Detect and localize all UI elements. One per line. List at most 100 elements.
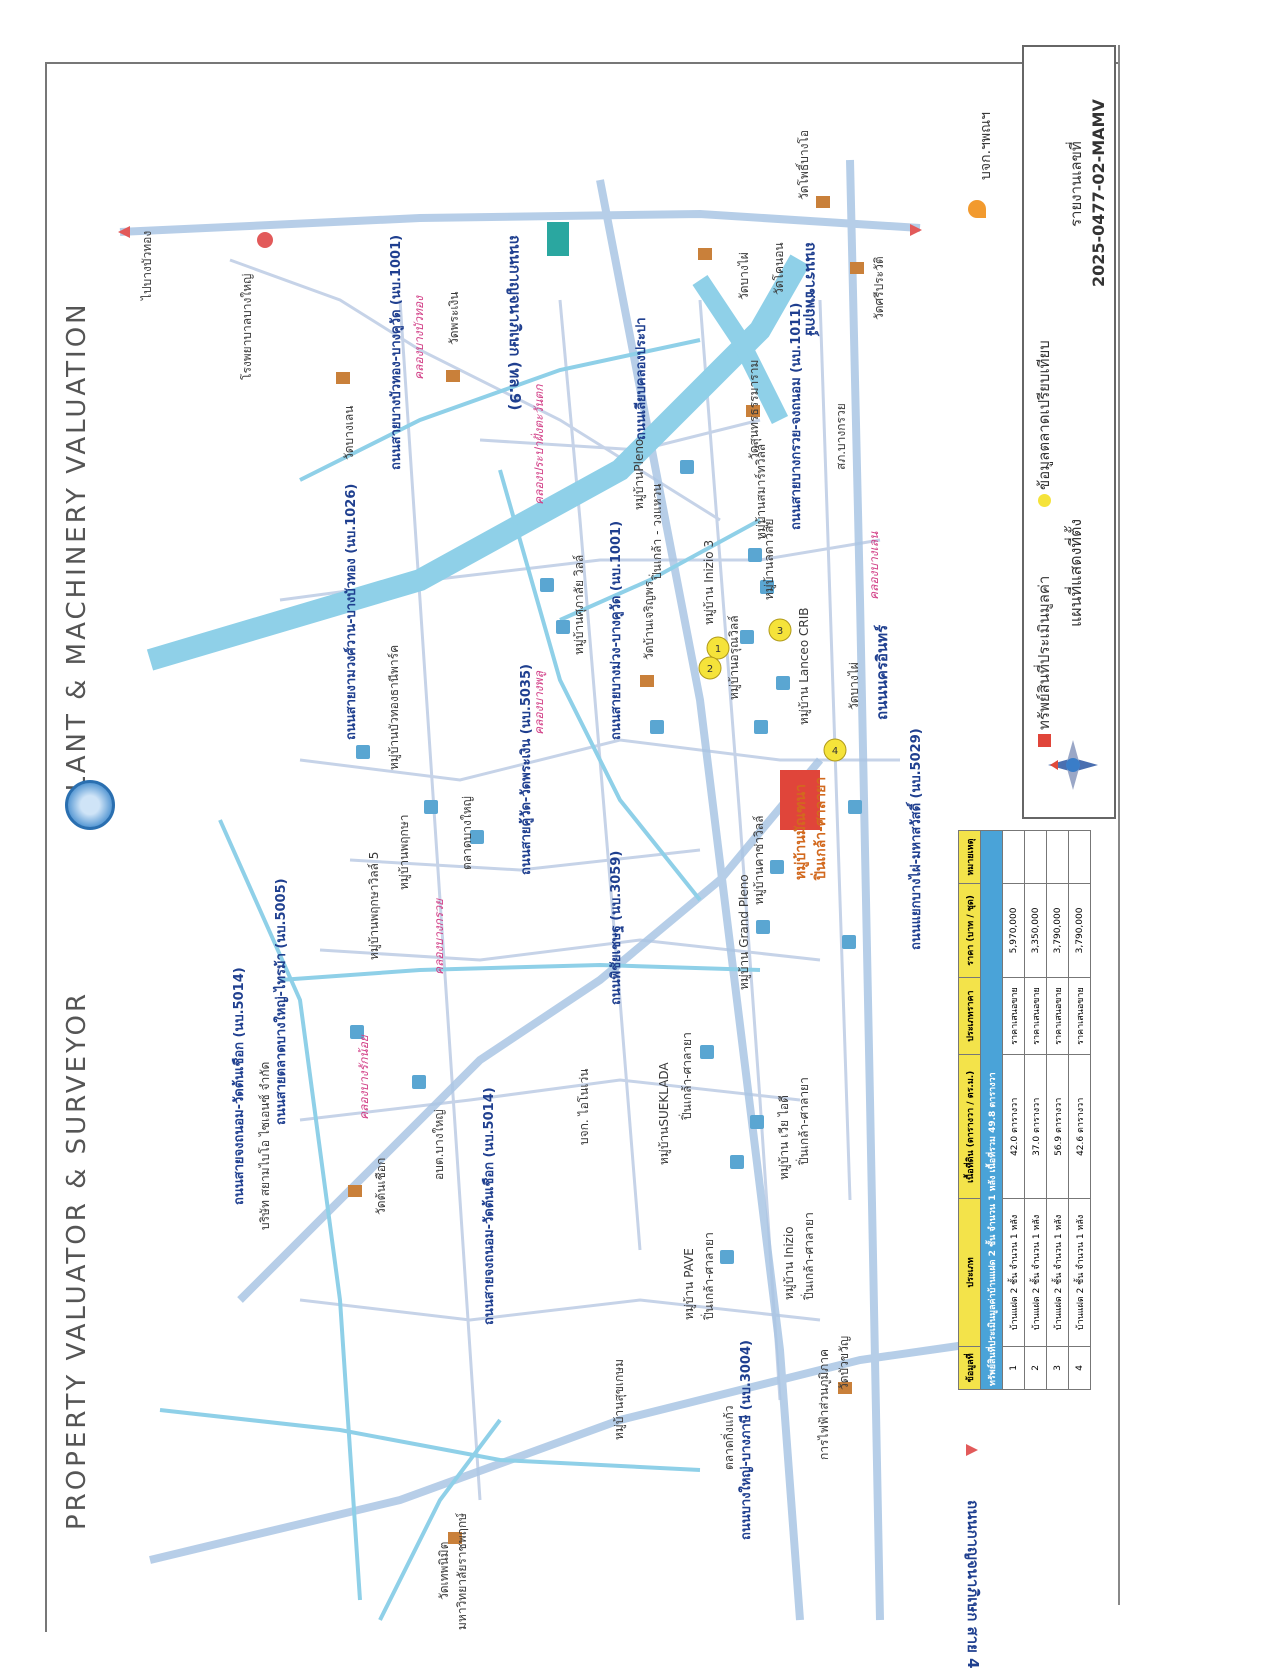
- place-label-5: วัดบางเลน: [342, 405, 356, 460]
- place-label-36: ตลาดบางใหญ่: [460, 796, 474, 870]
- place-label-27: ปิ่นเกล้า-ศาลายา: [702, 1232, 716, 1320]
- report-number: 2025-0477-02-MAMV: [1089, 99, 1108, 287]
- place-label-24: ปิ่นเกล้า-ศาลายา: [680, 1032, 694, 1120]
- table-cell: [1046, 830, 1069, 884]
- road-label-prapa: ถนนเลียบคลองประปา: [634, 317, 649, 440]
- frame-right: [1118, 45, 1120, 1605]
- table-cell: 37.0 ตารางวา: [1024, 1054, 1047, 1199]
- house-icon: [754, 720, 768, 734]
- place-label-11: หมู่บ้านPleno: [632, 438, 646, 510]
- place-label-41: มหาวิทยาลัยราชพฤกษ์: [455, 1512, 469, 1630]
- place-label-18: วัดบางไผ่: [847, 662, 861, 710]
- house-icon: [470, 830, 484, 844]
- table-row: 1 บ้านแฝด 2 ชั้น จำนวน 1 หลัง 42.0 ตาราง…: [1002, 830, 1025, 1390]
- place-label-38: ตลาดกิ่งแก้ว: [722, 1405, 736, 1470]
- table-header: ราคา (บาท / ชุด): [958, 883, 981, 978]
- place-label-30: หมู่บ้าน เวีย ไอดี: [777, 1095, 791, 1180]
- legend-title: แผนที่แสดงที่ตั้ง: [1066, 518, 1085, 627]
- house-icon: [650, 720, 664, 734]
- canal-label-3: คลองบางพลู: [532, 671, 546, 735]
- road-label-5029: ถนนแยกบางไผ่-มหาสวัสดิ์ (นบ.5029): [909, 728, 924, 950]
- table-cell: ราคาเสนอขาย: [1002, 977, 1025, 1055]
- table-cell: 2: [1024, 1346, 1047, 1390]
- table-cell: 5,970,000: [1002, 883, 1025, 978]
- comp-marker-2: [698, 656, 722, 680]
- place-label-10: วัดบ้านเจริญพร: [642, 580, 656, 660]
- table-cell: 1: [1002, 1346, 1025, 1390]
- house-icon: [750, 1115, 764, 1129]
- comp-marker-1: [706, 636, 730, 660]
- place-label-14: หมู่บ้านอรุณวิลล์: [727, 615, 741, 700]
- arrow-east-icon: [910, 224, 922, 236]
- hospital-icon: [257, 232, 273, 248]
- compass-icon: [1048, 740, 1098, 790]
- house-icon: [540, 578, 554, 592]
- place-label-6: หมู่บ้านพฤกษาวิลล์ 5: [367, 851, 381, 960]
- table-header: ประเภท: [958, 1198, 981, 1347]
- company-logo-icon: [968, 200, 986, 218]
- table-cell: 42.0 ตารางวา: [1002, 1054, 1025, 1199]
- road-label-kanchana: ถนนกาญจนาภิเษก (ทล.9): [506, 235, 524, 411]
- comp-swatch-icon: [1038, 494, 1051, 507]
- place-label-26: หมู่บ้าน PAVE: [682, 1248, 696, 1320]
- lotus-store-icon: [547, 222, 569, 256]
- place-label-7: หมู่บ้านพฤกษา: [397, 814, 411, 890]
- globe-logo-icon: [65, 780, 115, 830]
- table-cell: บ้านแฝด 2 ชั้น จำนวน 1 หลัง: [1068, 1198, 1091, 1347]
- place-label-1: ไปบางบัวทอง: [140, 230, 154, 300]
- house-icon: [356, 745, 370, 759]
- house-icon: [760, 580, 774, 594]
- place-label-12: ปิ่นเกล้า - วงแหวน: [650, 483, 664, 580]
- table-header: หมายเหตุ: [958, 830, 981, 884]
- house-icon: [350, 1025, 364, 1039]
- place-label-17: หมู่บ้าน Lanceo CRIB: [797, 607, 811, 725]
- table-cell: ราคาเสนอขาย: [1046, 977, 1069, 1055]
- temple-icon: [448, 1532, 462, 1544]
- road-label-5014-b: ถนนสายจงถนอม-วัดต้นเชือก (นบ.5014): [482, 1087, 497, 1325]
- comp-markers: 1 2 3 4: [698, 618, 847, 762]
- place-label-8: หมู่บ้านบัวทองธานีพาร์ค: [387, 644, 401, 770]
- temple-icon: [746, 405, 760, 417]
- place-label-4: วัดพระเงิน: [447, 291, 461, 346]
- road-label-1026: ถนนสายงามวงศ์วาน-บางบัวทอง (นบ.1026): [344, 483, 359, 740]
- place-label-2: โรงพยาบาลบางใหญ่: [240, 273, 254, 380]
- place-label-29: ปิ่นเกล้า-ศาลายา: [802, 1212, 816, 1300]
- table-cell: 42.6 ตารางวา: [1068, 1054, 1091, 1199]
- house-icons: [350, 460, 862, 1264]
- place-label-33: วัดต้นเชือก: [374, 1157, 388, 1215]
- table-cell: 3: [1046, 1346, 1069, 1390]
- table-header: เนื้อที่ดิน (ตารางวา / ตร.ม.): [958, 1054, 981, 1199]
- house-icon: [756, 920, 770, 934]
- place-label-40: วัดบัวขวัญ: [837, 1335, 851, 1390]
- direction-arrows: [118, 224, 978, 1456]
- temple-icon: [816, 196, 830, 208]
- temple-icon: [446, 370, 460, 382]
- house-icon: [556, 620, 570, 634]
- comp-marker-4: [823, 738, 847, 762]
- road-label-1001-a: ถนนสายบางบัวทอง-บางคูวัด (นบ.1001): [389, 234, 404, 470]
- place-label-31: ปิ่นเกล้า-ศาลายา: [797, 1077, 811, 1165]
- canal-label-6: คลองบางเลน: [867, 531, 881, 600]
- table-cell: [1002, 830, 1025, 884]
- minor-roads: [229, 258, 900, 1501]
- road-label-3059: ถนนพิชัยเชษฐ (นบ.3059): [609, 850, 624, 1005]
- place-label-47: วัดโพธิ์บางโอ: [797, 129, 811, 200]
- canal-label-4: คลองบางกรวย: [432, 898, 446, 975]
- table-header: ประเภทราคา: [958, 977, 981, 1055]
- house-icon: [424, 800, 438, 814]
- place-label-23: หมู่บ้านSUEKLADA: [657, 1062, 671, 1165]
- comparison-table: ทรัพย์สินที่ประเมินมูลค่าบ้านแฝด 2 ชั้น …: [958, 830, 1091, 1390]
- house-icon: [748, 548, 762, 562]
- table-cell: [1024, 830, 1047, 884]
- road-label-1001-b: ถนนสายบางม่วง-บางคูวัด (นบ.1001): [609, 520, 624, 740]
- house-icon: [776, 676, 790, 690]
- table-row: 3 บ้านแฝด 2 ชั้น จำนวน 1 หลัง 56.9 ตาราง…: [1046, 830, 1069, 1390]
- comp-marker-2-label: 2: [707, 664, 713, 675]
- subject-label: หมู่บ้านมัณฑนา: [793, 783, 809, 880]
- house-icon: [720, 1250, 734, 1264]
- place-label-25: บจก. ไอโนเว่น: [577, 1068, 591, 1145]
- place-label-46: วัดศรีประวัติ: [872, 256, 886, 320]
- temple-icon: [640, 675, 654, 687]
